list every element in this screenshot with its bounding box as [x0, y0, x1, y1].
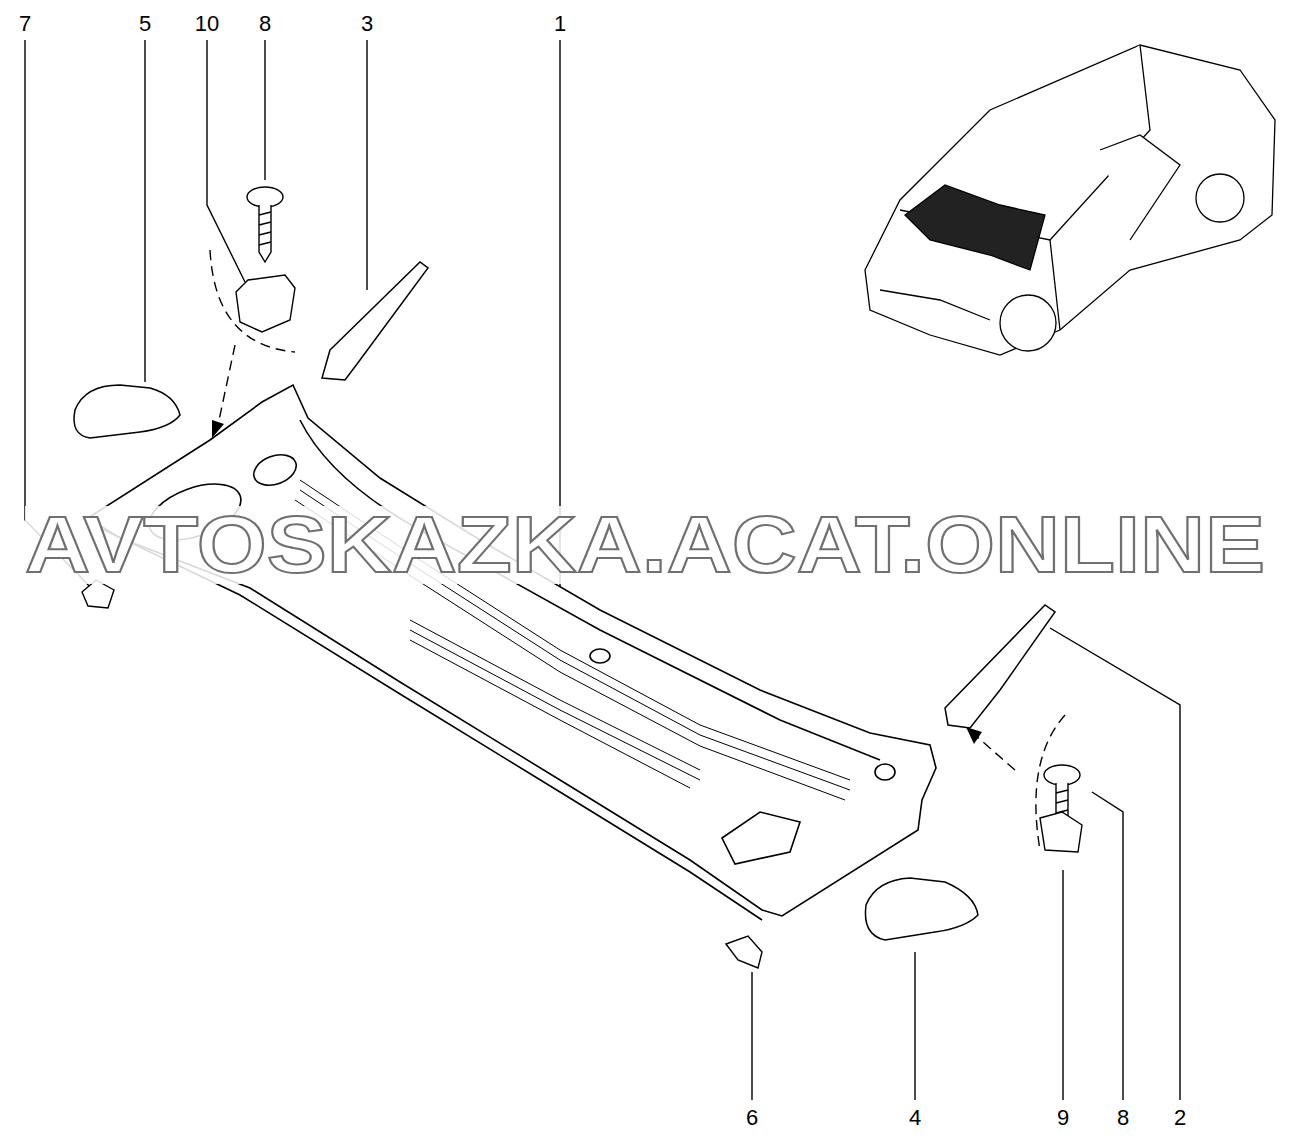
watermark: AVTOSKAZKA.ACAT.ONLINE: [25, 506, 1265, 584]
illustration-stroke: [1100, 135, 1180, 240]
illustration-stroke: [410, 640, 690, 788]
illustration-stroke: [144, 40, 145, 382]
illustration-stroke: [218, 345, 235, 425]
callout-number: 2: [1174, 1106, 1186, 1130]
illustration-stroke: [74, 385, 180, 438]
illustration-stroke: [259, 205, 271, 262]
illustration-stroke: [905, 185, 1045, 270]
callout-number: 4: [909, 1106, 921, 1130]
illustration-stroke: [1040, 812, 1082, 852]
cover-caps: [74, 385, 978, 940]
illustration-stroke: [880, 290, 990, 320]
illustration-stroke: [100, 528, 762, 920]
cowl-panel: [88, 385, 936, 920]
illustration-stroke: [1092, 792, 1123, 1100]
illustration-stroke: [1000, 295, 1056, 351]
callout-number: 8: [1117, 1106, 1129, 1130]
illustration-stroke: [210, 250, 295, 352]
illustration-stroke: [247, 187, 283, 207]
illustration-stroke: [751, 972, 752, 1100]
illustration-stroke: [410, 620, 700, 770]
callout-number: 6: [746, 1106, 758, 1130]
illustration-stroke: [250, 449, 301, 490]
illustration-stroke: [300, 420, 880, 760]
illustration-stroke: [264, 40, 265, 180]
illustration-stroke: [945, 605, 1055, 728]
illustration-stroke: [966, 727, 982, 744]
illustration-stroke: [1050, 628, 1180, 1100]
callout-number: 8: [259, 12, 271, 36]
illustration-stroke: [88, 385, 936, 916]
illustration-stroke: [410, 630, 700, 780]
illustration-stroke: [865, 45, 1275, 355]
illustration-stroke: [207, 40, 245, 282]
callout-number: 9: [1057, 1106, 1069, 1130]
car-sketch: [865, 45, 1275, 355]
illustration-stroke: [865, 878, 978, 940]
illustration-stroke: [914, 952, 915, 1100]
illustration-stroke: [875, 764, 895, 780]
illustration-stroke: [726, 936, 762, 968]
illustration-stroke: [366, 40, 367, 290]
clips: [82, 275, 1082, 968]
callout-number: 7: [19, 12, 31, 36]
callout-number: 3: [361, 12, 373, 36]
illustration-stroke: [259, 212, 271, 245]
illustration-stroke: [1044, 765, 1080, 785]
illustration-stroke: [322, 262, 428, 380]
illustration-stroke: [722, 812, 800, 864]
callout-number: 10: [195, 12, 219, 36]
illustration-stroke: [82, 580, 114, 608]
callout-number: 5: [139, 12, 151, 36]
illustration-stroke: [1196, 174, 1244, 222]
illustration-stroke: [590, 649, 610, 663]
illustration-stroke: [236, 275, 295, 332]
illustration-stroke: [975, 735, 1015, 770]
illustration-stroke: [1062, 870, 1063, 1100]
callout-number: 1: [554, 12, 566, 36]
